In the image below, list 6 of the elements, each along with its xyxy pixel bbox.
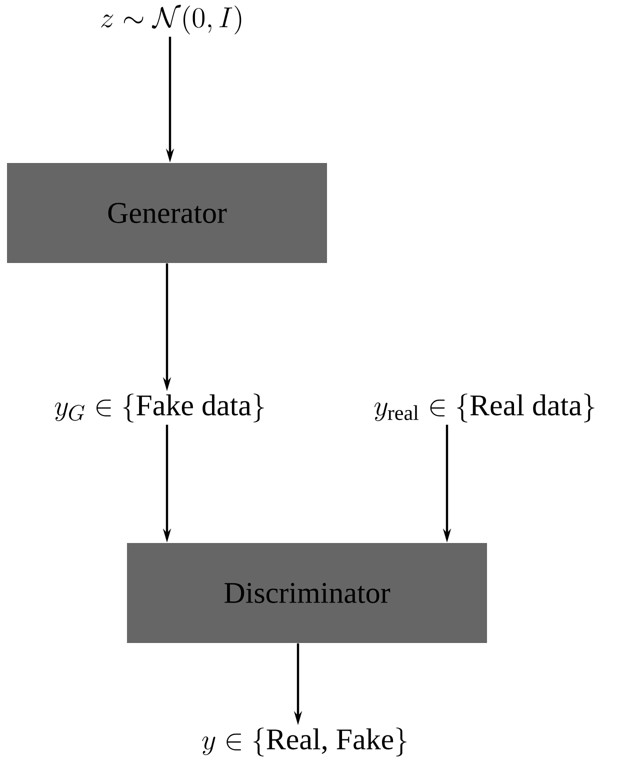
- formula-label: $y \in \{\text{Real, Fake}\}$: [202, 728, 406, 756]
- process-box: Generator: [7, 163, 327, 263]
- formula-label: $z \sim \mathcal{N}(0, I)$: [101, 4, 242, 34]
- formula-label: $y_{\text{real}} \in \{\text{Real data}\}$: [374, 394, 594, 422]
- process-box: Discriminator: [127, 543, 487, 643]
- formula-label: $y_G \in \{\text{Fake data}\}$: [54, 394, 264, 422]
